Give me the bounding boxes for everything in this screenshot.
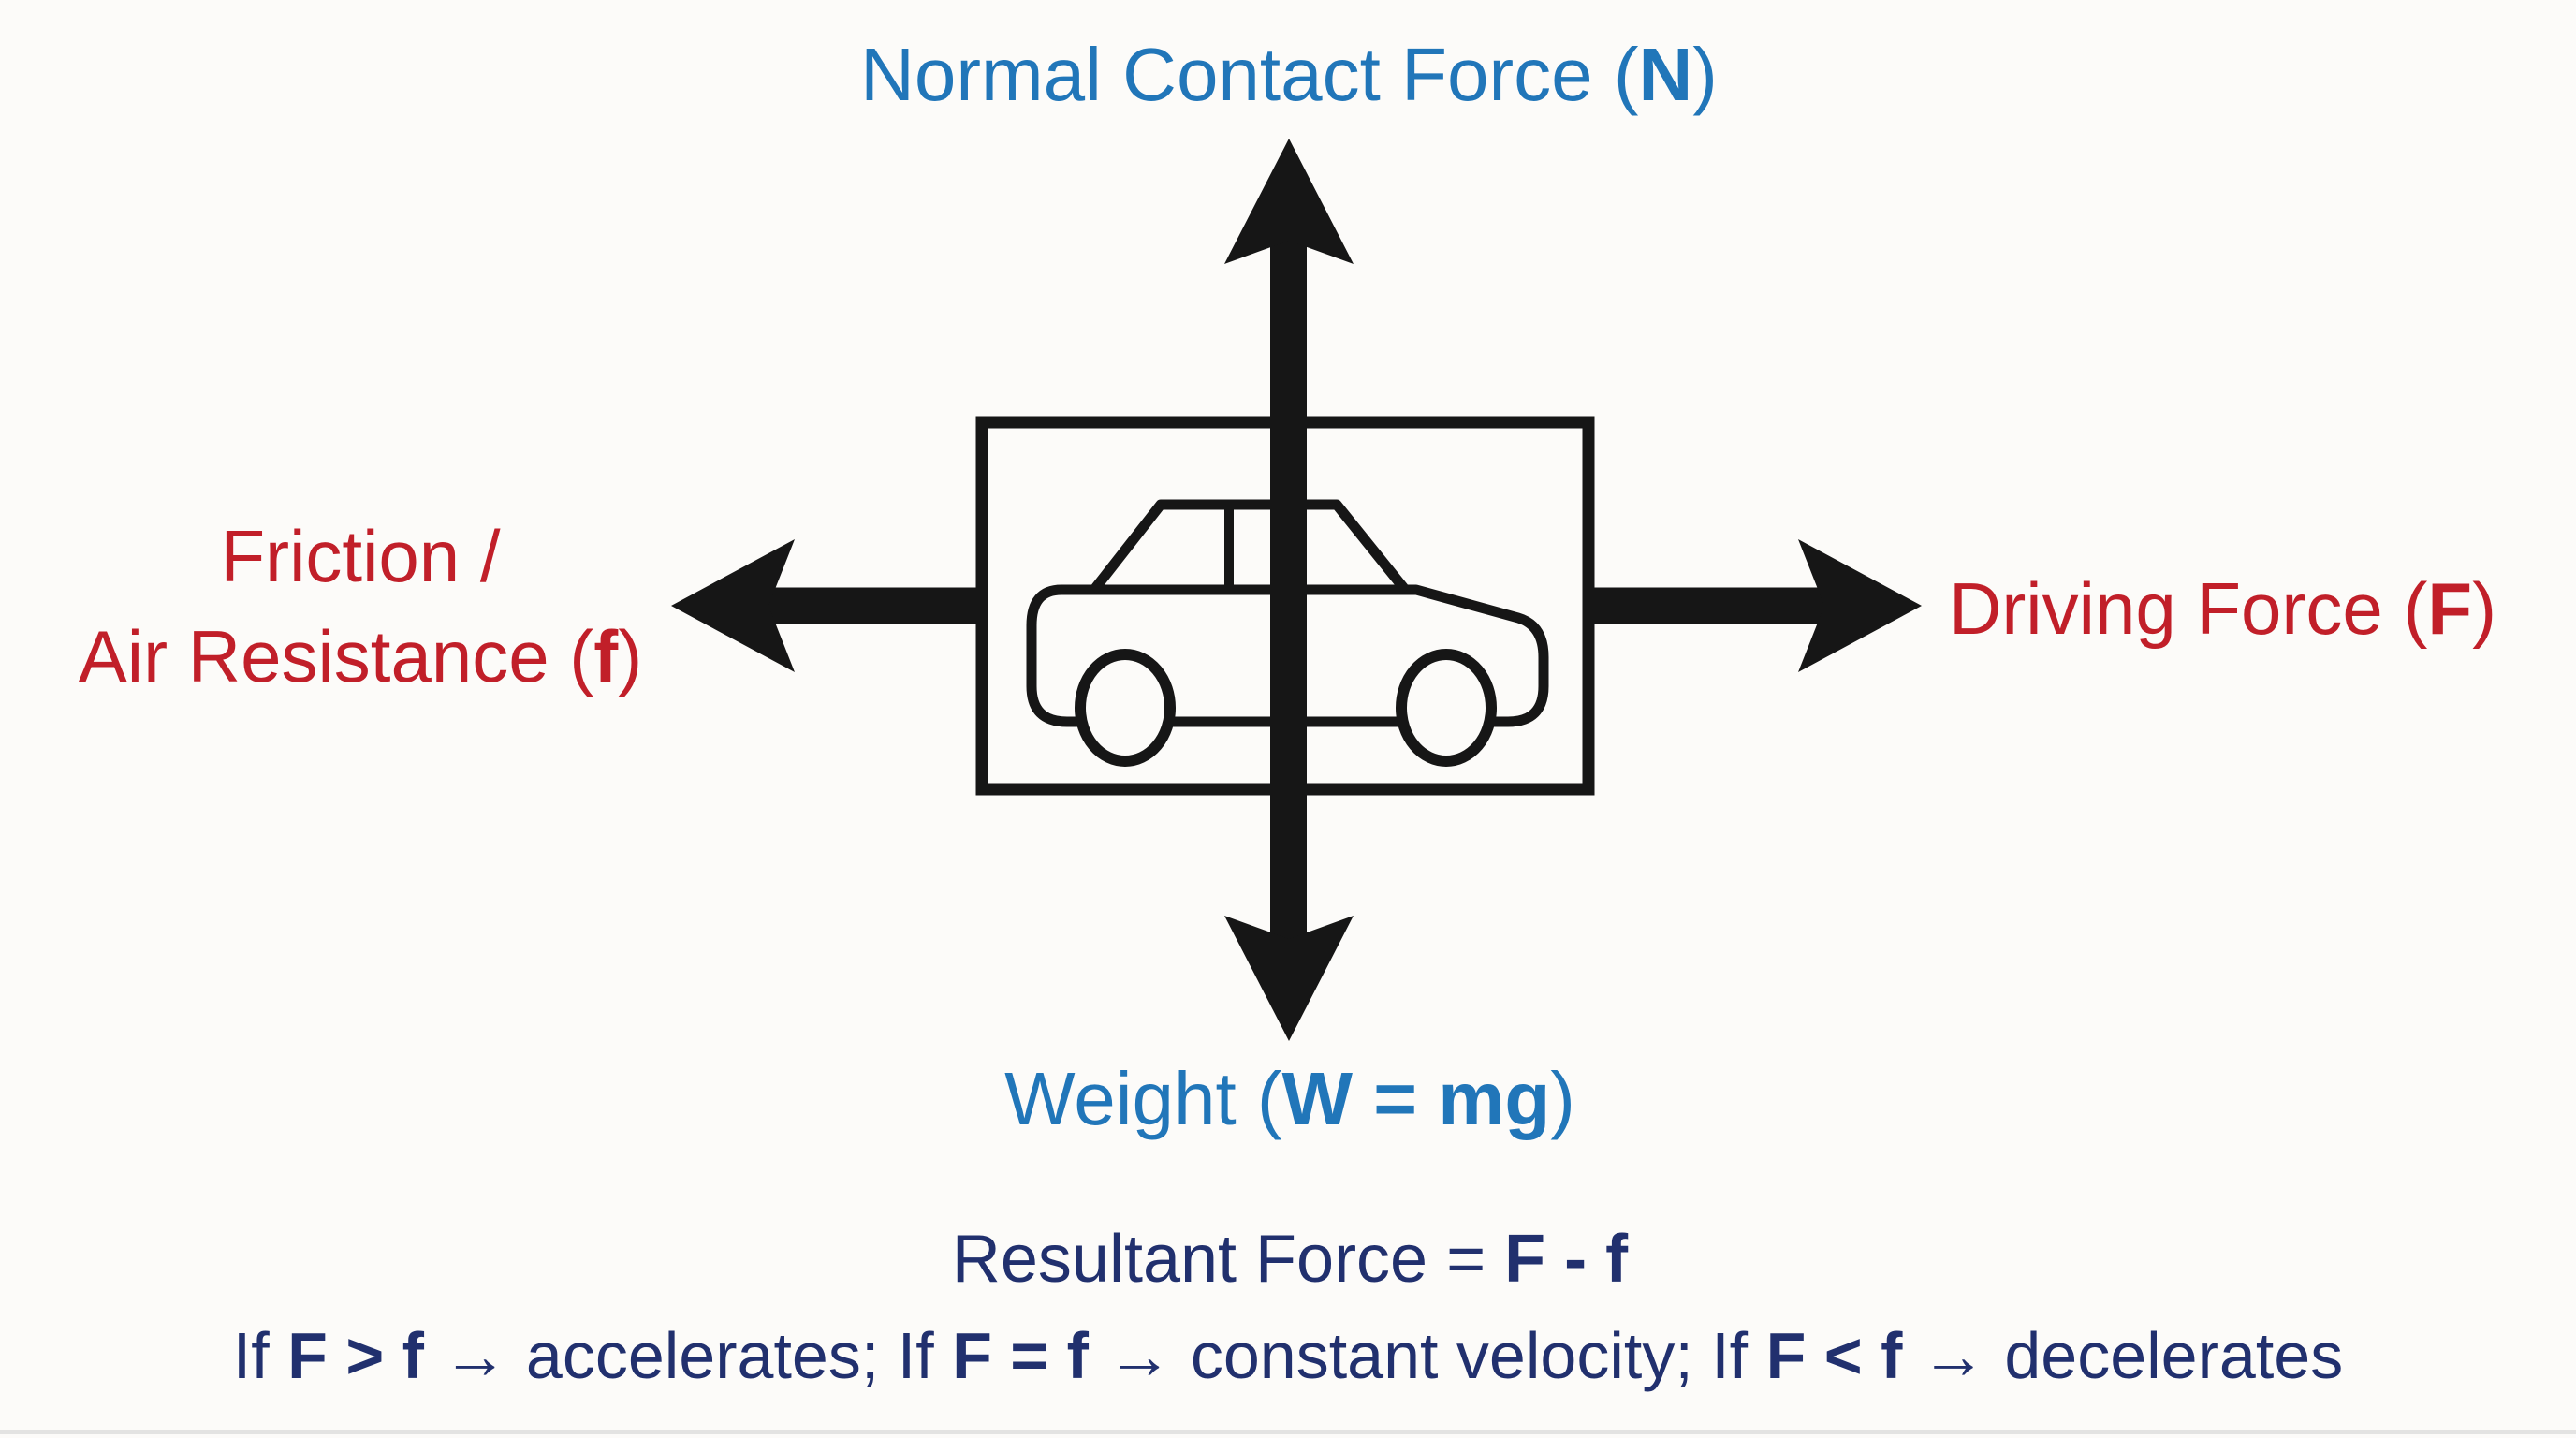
car-body [1026, 584, 1549, 727]
friction-label-line2: Air Resistance (f) [78, 615, 643, 697]
car-side-outline-icon [1026, 499, 1549, 767]
acceleration-conditions-caption: If F > f → accelerates; If F = f → const… [232, 1319, 2344, 1392]
driving-force-label: Driving Force (F) [1949, 567, 2497, 650]
weight-force-label: Weight (W = mg) [1004, 1057, 1575, 1140]
resultant-force-caption: Resultant Force = F - f [951, 1222, 1629, 1297]
friction-force-arrow [671, 539, 988, 672]
normal-force-label: Normal Contact Force (N) [860, 33, 1718, 116]
friction-arrowhead [671, 539, 795, 672]
normal-and-weight-force-arrows [1224, 139, 1354, 1041]
friction-force-label: Friction / Air Resistance (f) [56, 506, 665, 707]
weight-arrowhead [1224, 916, 1354, 1041]
driving-arrowhead [1798, 539, 1922, 672]
car-front-wheel [1396, 649, 1497, 767]
car-rear-wheel [1075, 649, 1176, 767]
driving-force-arrow [1588, 539, 1922, 672]
bottom-edge-line [0, 1430, 2576, 1434]
friction-label-line1: Friction / [220, 515, 501, 597]
normal-arrowhead [1224, 139, 1354, 264]
car-cabin [1089, 499, 1411, 594]
